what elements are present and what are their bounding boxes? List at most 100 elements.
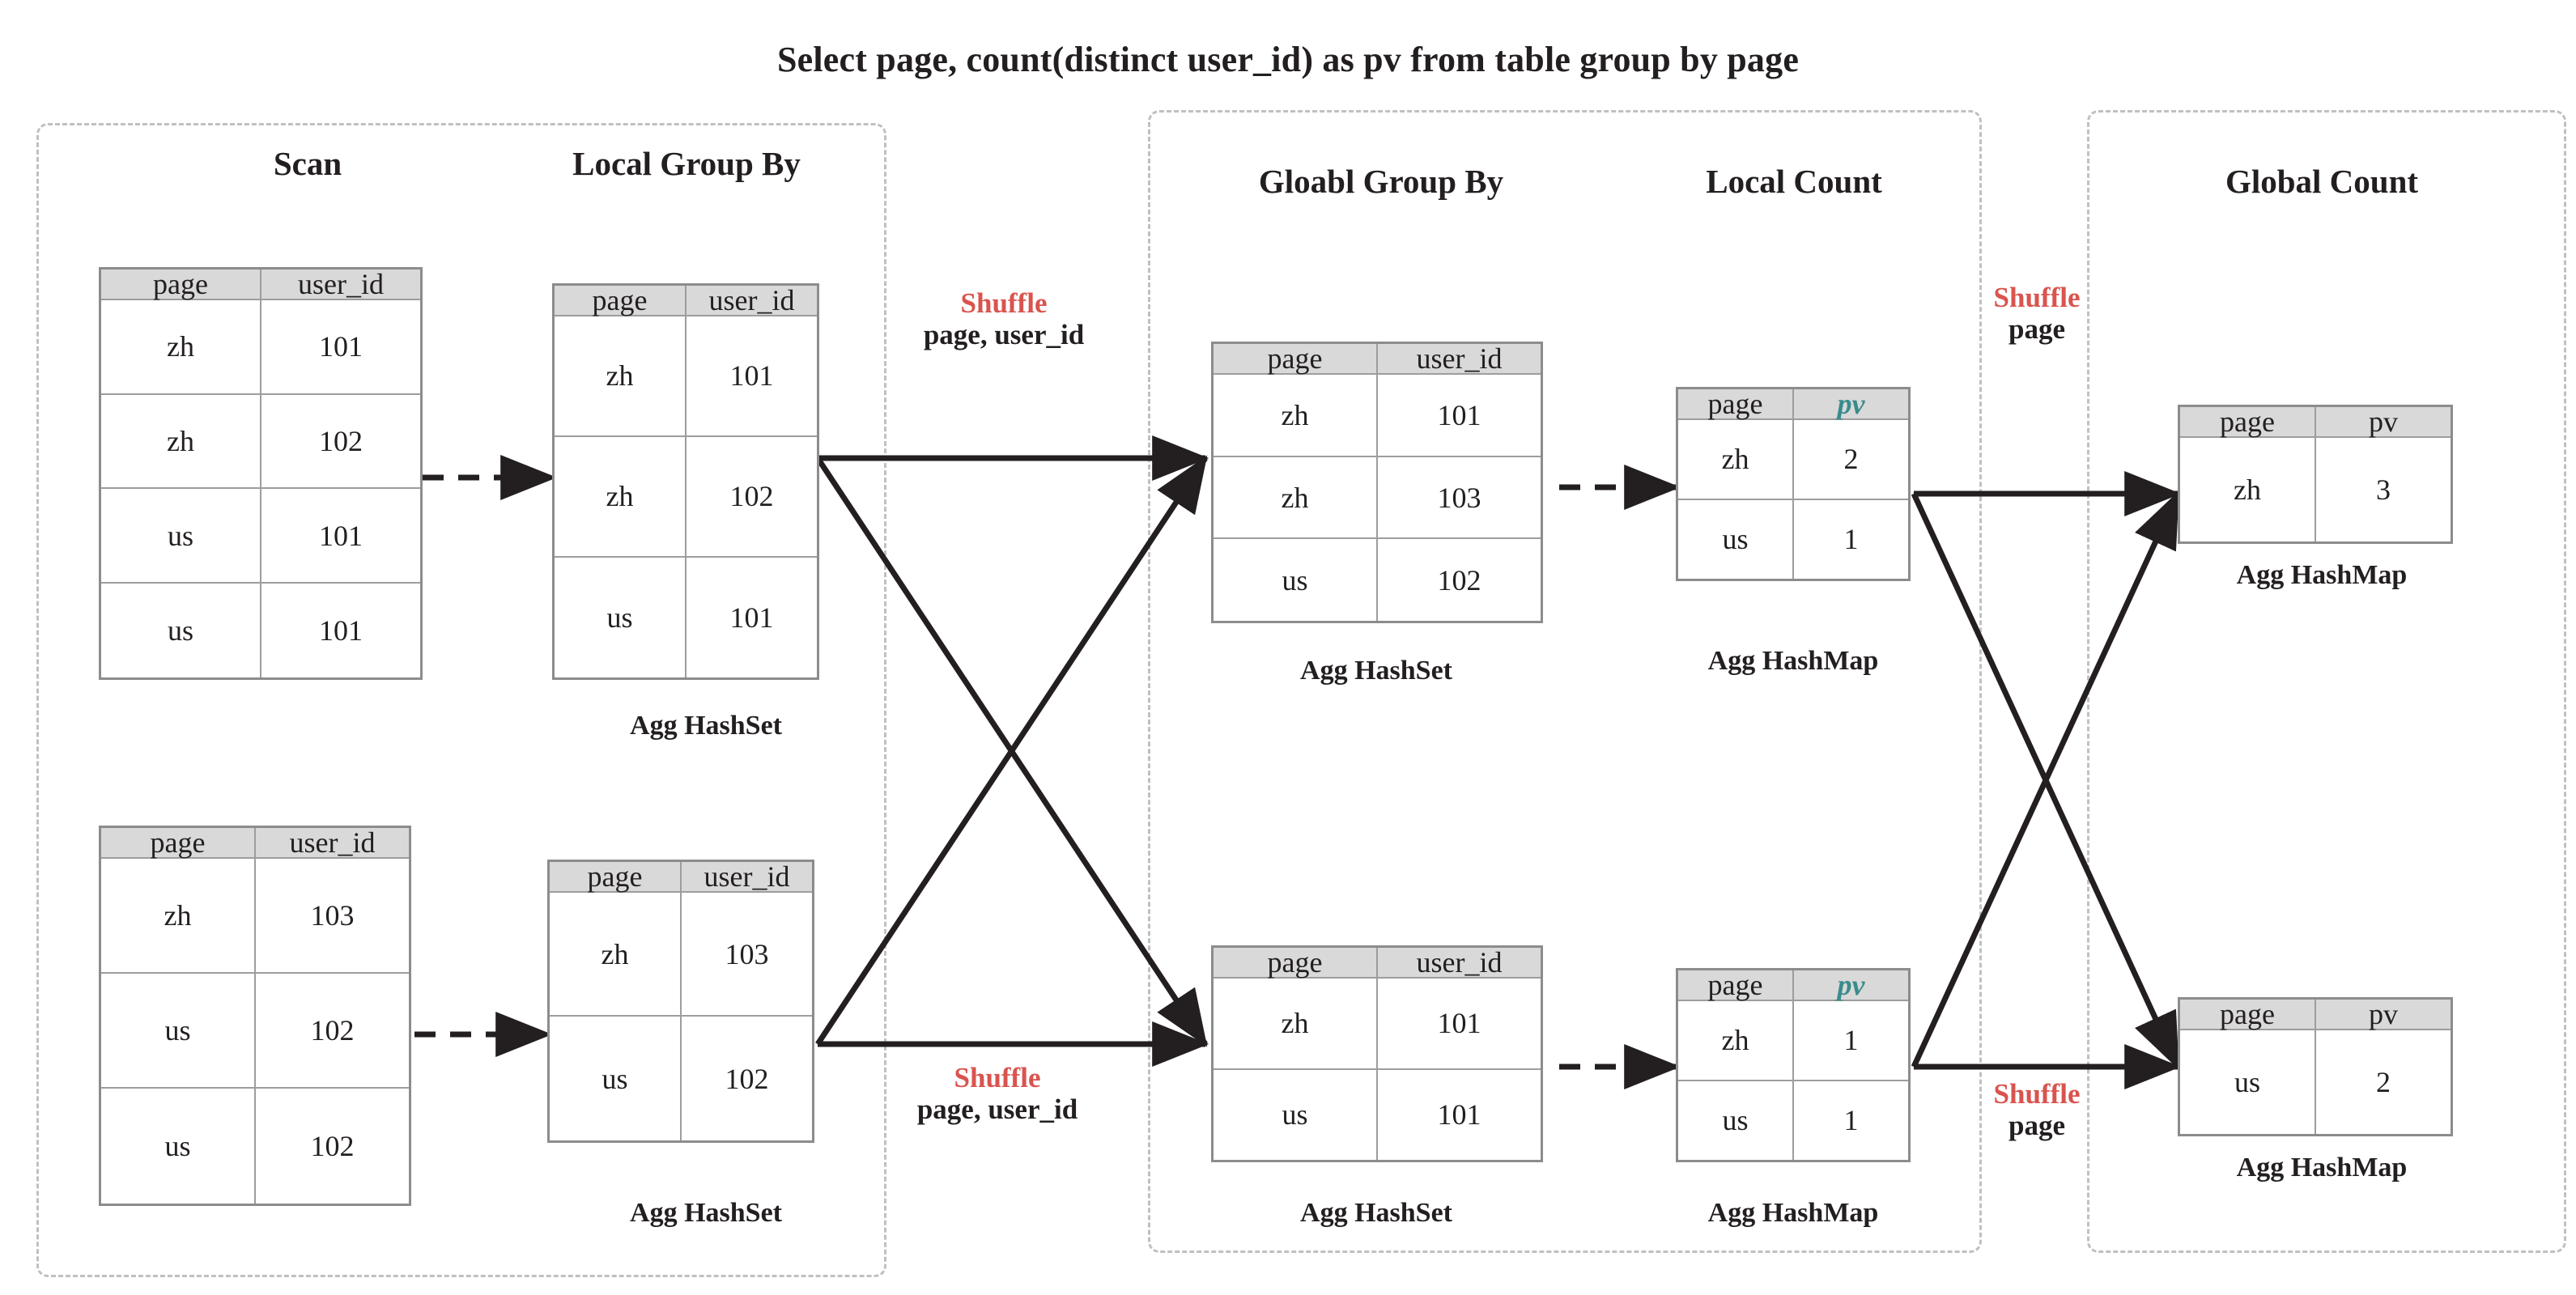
cell-pv: 2 [1792,418,1911,500]
column-header-page: page [552,283,687,316]
caption-local-count-bottom: Agg HashMap [1707,1198,1879,1228]
shuffle-label-bottom-right: Shuffle page [1994,1078,2081,1141]
shuffle-label-top-right: Shuffle page [1994,282,2081,345]
cell-page: zh [1211,373,1378,457]
cell-user_id: 103 [680,890,814,1017]
cell-page: zh [1676,418,1794,500]
cell-page: zh [1211,977,1378,1070]
column-header-page: page [547,860,682,893]
cell-page: zh [2178,436,2316,544]
column-header-page: page [99,267,261,300]
column-header-page: page [1211,945,1378,979]
cell-page: zh [552,315,687,437]
cell-page: zh [99,393,261,490]
page-title: Select page, count(distinct user_id) as … [776,40,1800,79]
column-header-user_id: user_id [685,283,819,316]
caption-local-count-top: Agg HashMap [1707,646,1879,676]
cell-page: zh [1676,1000,1794,1081]
caption-global-count-bottom: Agg HashMap [2236,1153,2408,1182]
cell-user_id: 102 [254,1087,411,1206]
cell-user_id: 101 [685,315,819,437]
caption-global-count-top: Agg HashMap [2236,560,2408,590]
caption-local-group-top: Agg HashSet [630,711,782,741]
column-header-pv: pv [2315,997,2453,1030]
cell-page: us [1676,1079,1794,1162]
column-header-user_id: user_id [1376,945,1543,979]
cell-page: us [1211,537,1378,623]
shuffle-keys: page, user_id [923,319,1085,351]
cell-user_id: 102 [685,435,819,558]
cell-pv: 2 [2315,1029,2453,1136]
cell-user_id: 102 [680,1015,814,1143]
cell-page: us [1211,1068,1378,1162]
cell-page: us [99,487,261,584]
cell-user_id: 101 [1376,1068,1543,1162]
shuffle-label-bottom-left: Shuffle page, user_id [917,1062,1078,1125]
cell-page: us [552,555,687,680]
shuffle-word: Shuffle [954,1062,1041,1093]
stage-heading-scan: Scan [273,145,342,182]
column-header-user_id: user_id [680,860,814,893]
cell-pv: 1 [1792,498,1911,581]
stage-heading-local-group-by: Local Group By [572,145,801,182]
cell-page: us [99,582,261,680]
column-header-page: page [1676,968,1794,1001]
shuffle-keys: page, user_id [916,1093,1078,1126]
cell-page: us [99,972,256,1089]
cell-page: us [547,1015,682,1143]
cell-page: us [1676,498,1794,581]
shuffle-word: Shuffle [1993,1078,2081,1110]
cell-pv: 1 [1792,1079,1911,1162]
cell-page: zh [1211,455,1378,540]
cell-page: us [99,1087,256,1206]
cell-user_id: 102 [254,972,411,1089]
column-header-page: page [2178,997,2316,1030]
cell-user_id: 103 [254,856,411,974]
caption-global-group-top: Agg HashSet [1300,656,1452,686]
cell-user_id: 102 [1376,537,1543,623]
stage-heading-global-count: Global Count [2225,163,2419,200]
cell-user_id: 101 [1376,977,1543,1070]
column-header-page: page [1211,342,1378,375]
cell-user_id: 102 [260,393,423,490]
cell-page: zh [547,890,682,1017]
shuffle-word: Shuffle [960,287,1048,319]
shuffle-keys: page [2009,1110,2065,1142]
cell-pv: 1 [1792,1000,1911,1081]
shuffle-label-top-left: Shuffle page, user_id [924,287,1084,350]
cell-user_id: 101 [1376,373,1543,457]
